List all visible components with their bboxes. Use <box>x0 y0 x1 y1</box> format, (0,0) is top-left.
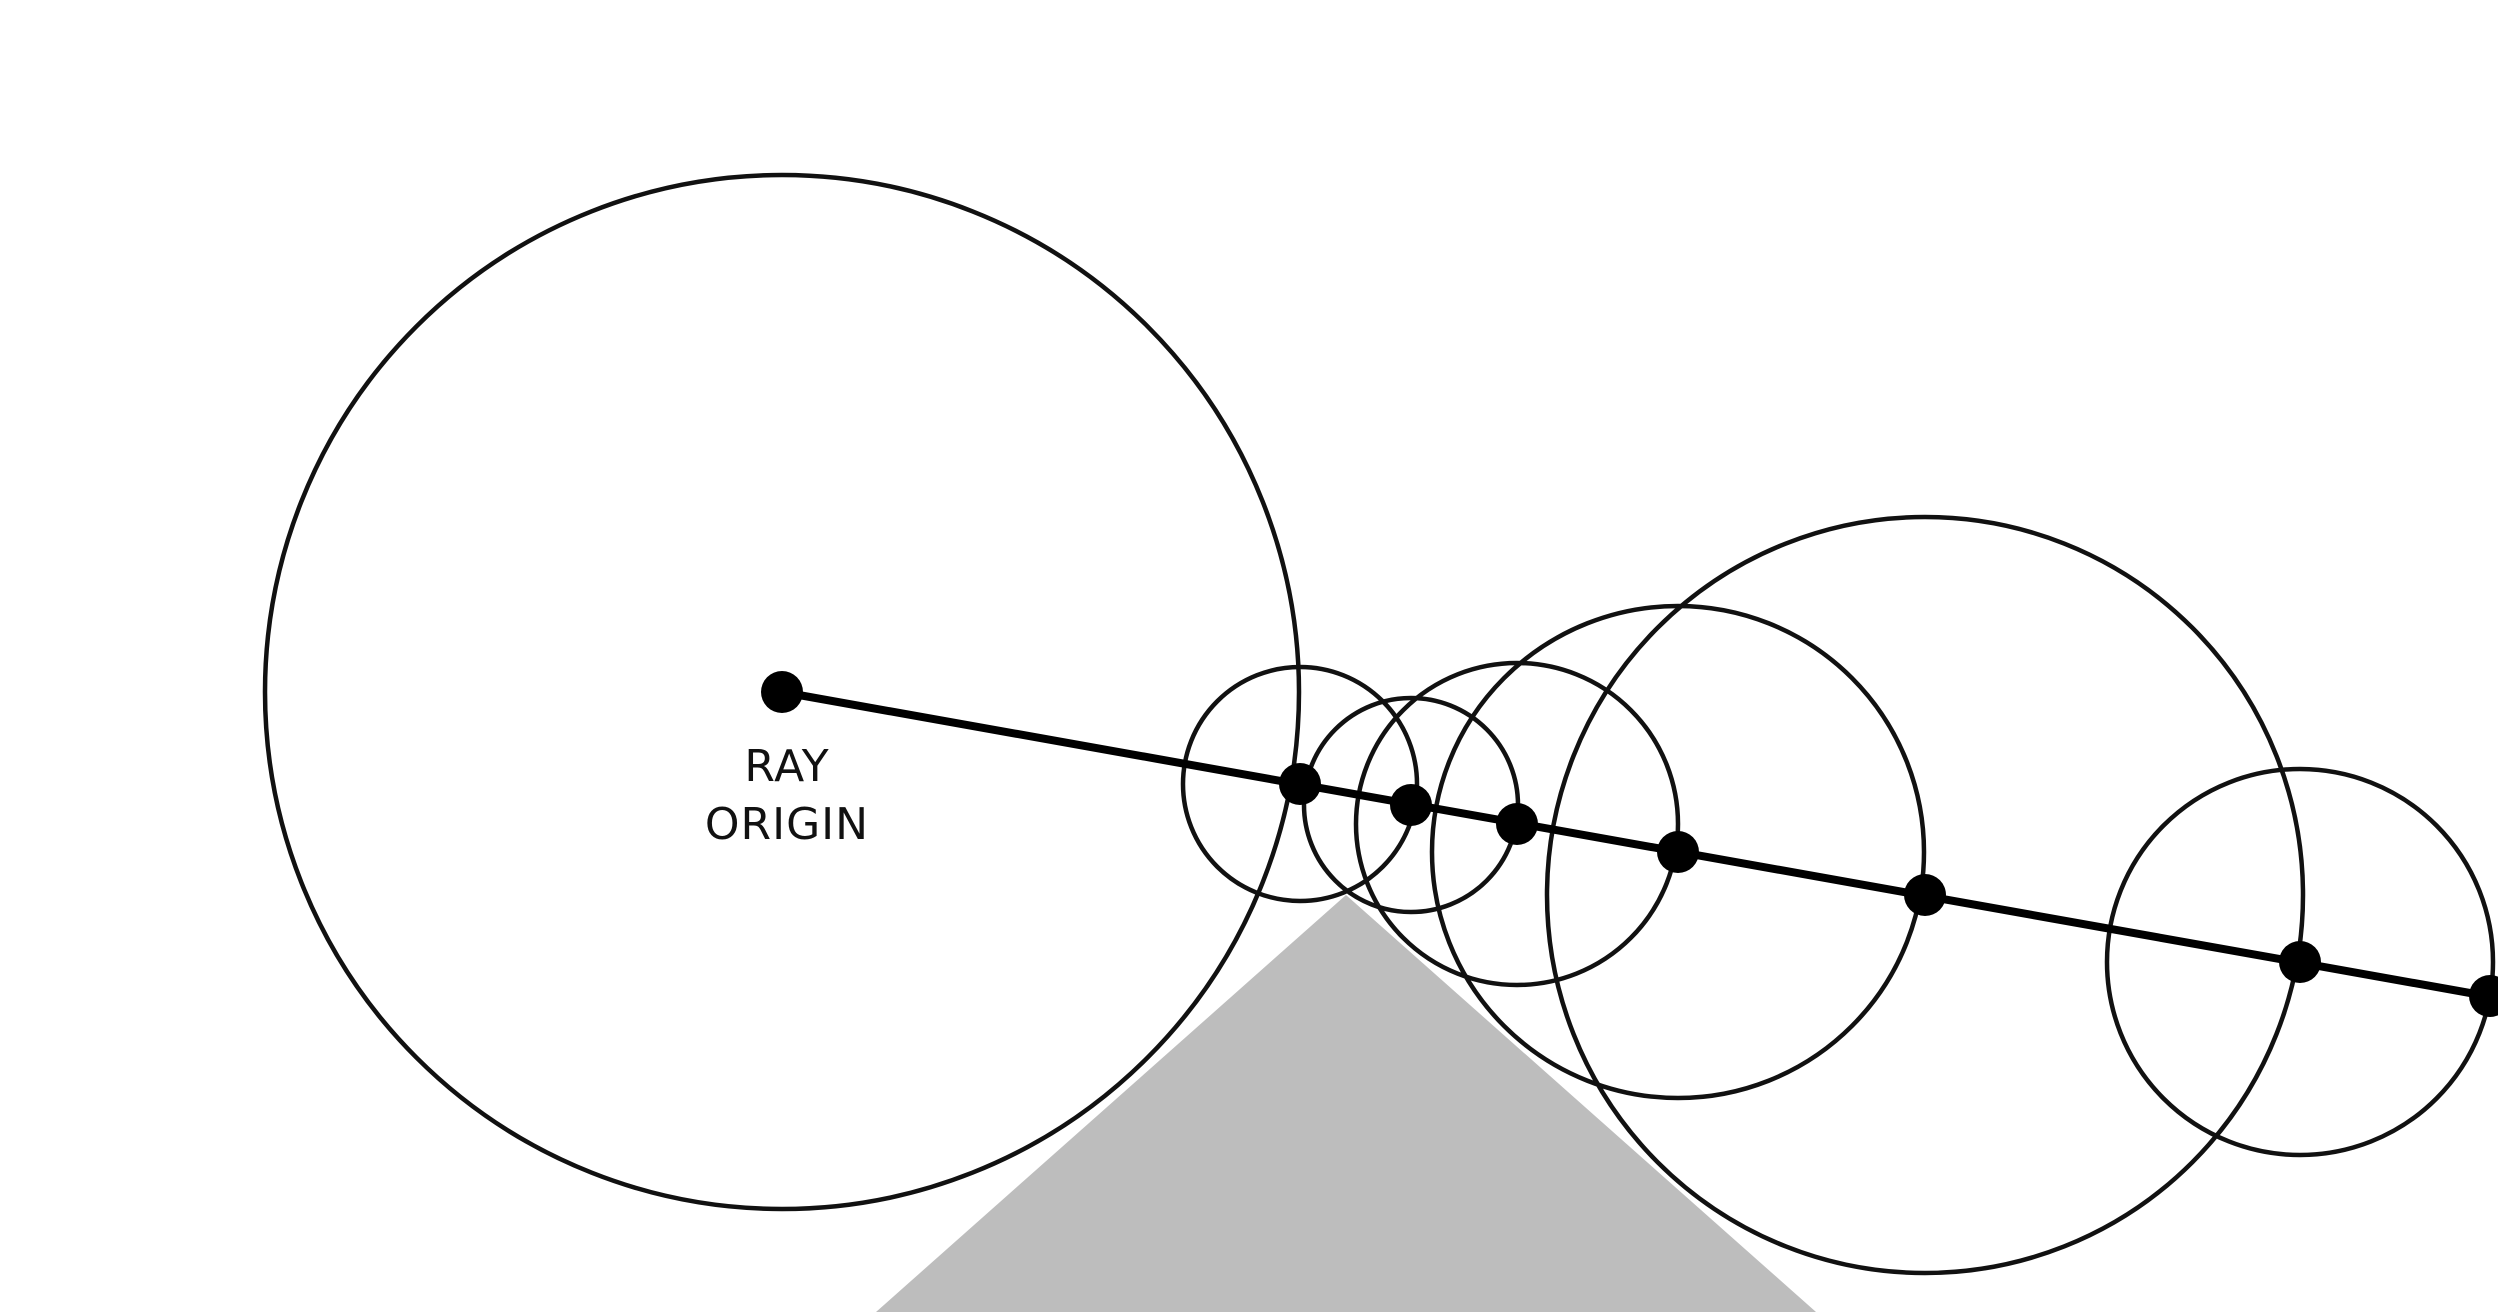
march-point-3 <box>1496 803 1538 845</box>
ray-origin-point <box>761 671 803 713</box>
obstacle-triangle <box>876 895 1816 1312</box>
march-point-6 <box>2279 941 2321 983</box>
distance-circle-6 <box>1544 514 2306 1276</box>
march-point-1 <box>1279 763 1321 805</box>
ray-origin-label-line1: RAY <box>744 741 829 792</box>
march-point-4 <box>1657 831 1699 873</box>
ray-origin-label-line2: ORIGIN <box>705 799 869 850</box>
distance-circles <box>262 172 2496 1276</box>
march-point-2 <box>1390 784 1432 826</box>
march-point-7 <box>2469 975 2498 1017</box>
ray-line <box>778 688 2498 1002</box>
distance-circle-1 <box>262 172 1302 1212</box>
distance-circle-2 <box>1180 664 1420 904</box>
distance-circle-4 <box>1353 660 1681 988</box>
march-point-5 <box>1904 874 1946 916</box>
distance-circle-7 <box>2104 766 2496 1158</box>
march-points <box>761 671 2498 1017</box>
